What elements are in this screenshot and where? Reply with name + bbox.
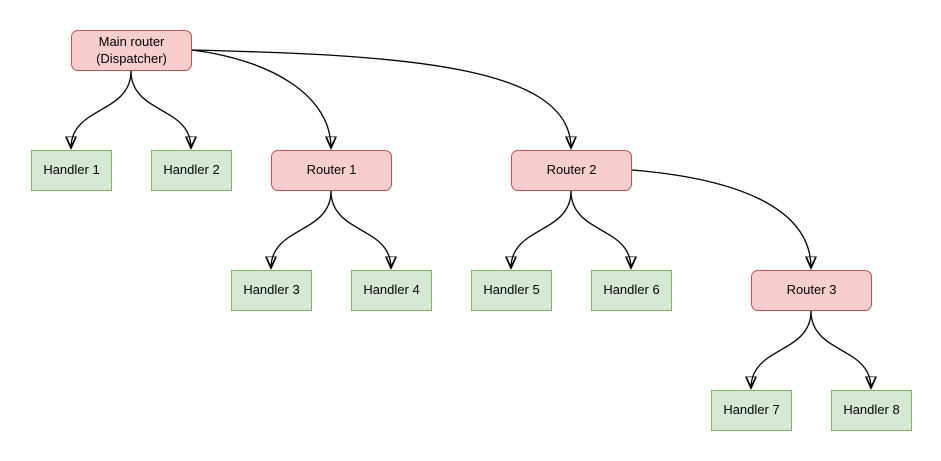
- node-handler-7: Handler 7: [711, 390, 792, 431]
- node-router-3: Router 3: [751, 270, 872, 311]
- node-main-router: Main router (Dispatcher): [71, 30, 192, 71]
- edge-router-2-to-handler-6: [570, 190, 631, 268]
- node-handler-2-label: Handler 2: [163, 162, 220, 178]
- node-handler-8-label: Handler 8: [843, 402, 900, 418]
- edge-router-3-to-handler-7: [751, 310, 812, 388]
- edge-router-3-to-handler-8: [810, 310, 871, 388]
- node-handler-6: Handler 6: [591, 270, 672, 311]
- node-handler-4: Handler 4: [351, 270, 432, 311]
- node-handler-3-label: Handler 3: [243, 282, 300, 298]
- node-handler-5: Handler 5: [471, 270, 552, 311]
- node-handler-3: Handler 3: [231, 270, 312, 311]
- edge-router-1-to-handler-3: [271, 190, 332, 268]
- node-handler-1: Handler 1: [31, 150, 112, 191]
- edge-router-1-to-handler-4: [330, 190, 391, 268]
- edge-router-2-to-handler-5: [511, 190, 572, 268]
- node-router-3-label: Router 3: [786, 282, 837, 298]
- node-handler-4-label: Handler 4: [363, 282, 420, 298]
- node-handler-5-label: Handler 5: [483, 282, 540, 298]
- edge-main-router-to-router-1: [191, 49, 331, 148]
- node-router-2-label: Router 2: [546, 162, 597, 178]
- node-main-router-sublabel: (Dispatcher): [96, 50, 167, 66]
- node-handler-1-label: Handler 1: [43, 162, 100, 178]
- node-router-1-label: Router 1: [306, 162, 357, 178]
- node-handler-8: Handler 8: [831, 390, 912, 431]
- edge-main-router-to-router-2: [191, 49, 571, 148]
- node-handler-2: Handler 2: [151, 150, 232, 191]
- node-main-router-label: Main router: [98, 33, 165, 49]
- edge-main-router-to-handler-1: [71, 70, 132, 148]
- node-router-1: Router 1: [271, 150, 392, 191]
- node-handler-6-label: Handler 6: [603, 282, 660, 298]
- edge-main-router-to-handler-2: [130, 70, 191, 148]
- node-handler-7-label: Handler 7: [723, 402, 780, 418]
- node-router-2: Router 2: [511, 150, 632, 191]
- edge-router-2-to-router-3: [631, 169, 811, 268]
